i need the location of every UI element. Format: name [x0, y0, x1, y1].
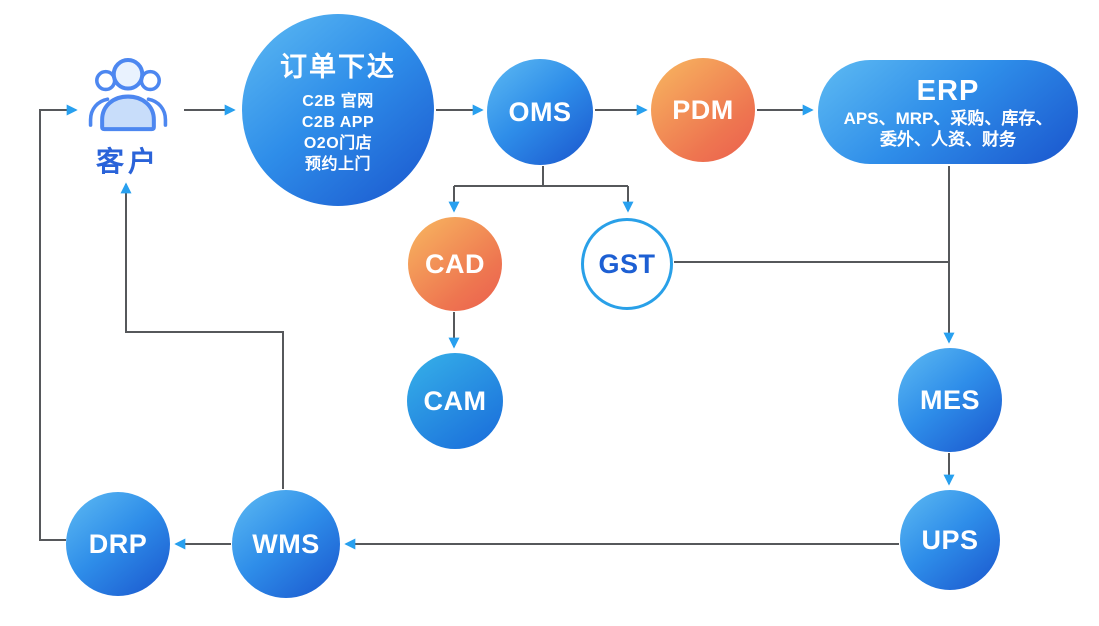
customer-label: 客户: [95, 146, 160, 177]
node-pdm: PDM: [651, 58, 755, 162]
erp-modules-line-1: APS、MRP、采购、库存、: [843, 108, 1053, 128]
node-cam: CAM: [407, 353, 503, 449]
node-oms: OMS: [487, 59, 593, 165]
order-channel-c2b-app: C2B APP: [301, 114, 375, 131]
node-ups: UPS: [900, 490, 1000, 590]
arrow-wms-to-customer: [120, 182, 284, 489]
node-order: 订单下达 C2B 官网 C2B APP O2O门店 预约上门: [242, 14, 434, 206]
order-title: 订单下达: [280, 52, 396, 82]
cad-label: CAD: [425, 248, 485, 279]
pdm-label: PDM: [672, 94, 734, 125]
order-channel-o2o-store: O2O门店: [303, 135, 373, 152]
node-gst: GST: [581, 218, 673, 310]
customer-group-icon: [85, 52, 171, 139]
oms-label: OMS: [508, 96, 572, 127]
order-channel-appointment: 预约上门: [304, 156, 371, 173]
cam-label: CAM: [423, 385, 487, 416]
node-drp: DRP: [66, 492, 170, 596]
ups-label: UPS: [921, 524, 979, 555]
mes-label: MES: [919, 384, 980, 415]
drp-label: DRP: [88, 528, 148, 559]
node-wms: WMS: [232, 490, 340, 598]
arrow-drp-to-customer: [39, 104, 78, 541]
node-erp: ERP APS、MRP、采购、库存、 委外、人资、财务: [818, 60, 1078, 164]
erp-title: ERP: [916, 74, 980, 107]
node-cad: CAD: [408, 217, 502, 311]
node-mes: MES: [898, 348, 1002, 452]
wms-label: WMS: [252, 528, 320, 559]
node-customer: 客户: [76, 52, 180, 180]
gst-label: GST: [598, 248, 656, 279]
order-channel-c2b-web: C2B 官网: [302, 93, 374, 110]
erp-modules-line-2: 委外、人资、财务: [880, 129, 1016, 149]
